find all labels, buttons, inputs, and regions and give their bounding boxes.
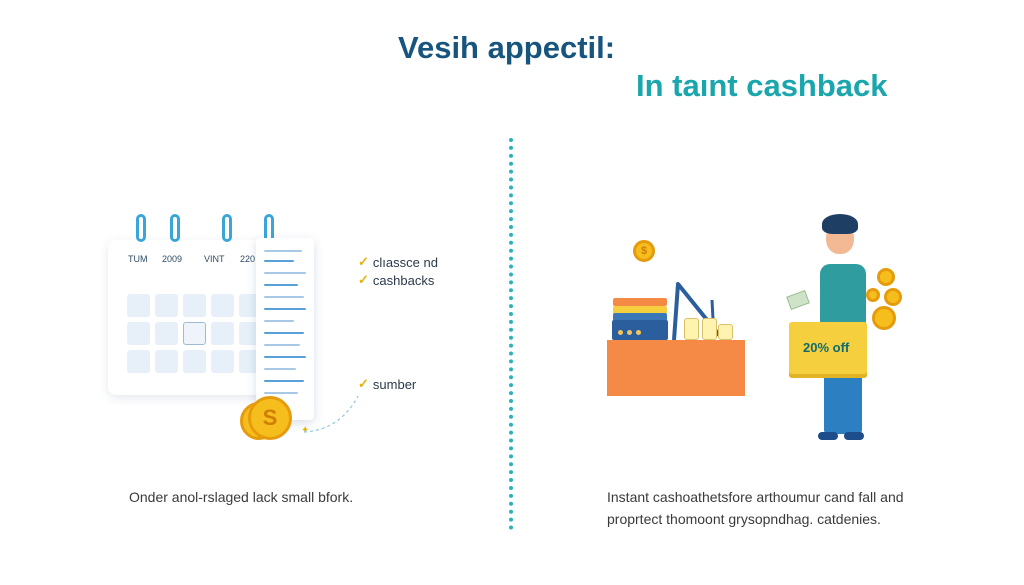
coin-icon: $ [633,240,655,262]
calendar-cell [155,294,178,317]
calendar-cell [155,322,178,345]
product-jar [702,318,717,340]
calendar-cell [183,294,206,317]
person-body [820,264,866,326]
dashed-arc-icon [303,395,359,433]
note-line [264,332,304,334]
checkout-counter [607,340,745,396]
note-line [264,296,304,298]
calendar-cell [211,294,234,317]
right-caption-line: proprtect thomoont grysopndhag. catdenie… [607,511,881,527]
calendar-label: 2009 [162,254,183,264]
receipt-note [256,238,314,420]
calendar-label: TUM [128,254,148,264]
calendar-ring-icon [136,214,146,242]
calendar-cell [127,294,150,317]
note-line [264,344,300,346]
check-icon: ✓ [358,254,369,269]
coin-icon [877,268,895,286]
register-light [618,330,623,335]
calendar-ring-icon [222,214,232,242]
left-caption: Onder anol-rslaged lack small bfork. [129,489,354,505]
checklist-item: ✓ sumber [358,376,416,392]
person-shoe [818,432,838,440]
calendar-cell [155,350,178,373]
dotted-divider [509,138,513,530]
note-line [264,308,306,310]
checklist-label: sumber [372,376,417,392]
person-hair [822,214,858,234]
sparkle-icon: ✦ [301,425,310,436]
product-jar [718,324,733,340]
note-line [264,368,296,370]
coin-icon [872,306,896,330]
calendar-label: VINT [204,254,225,264]
right-caption-line: Instant cashoathetsfore arthoumur cand f… [607,489,904,505]
calendar-cell [211,350,234,373]
calendar-cell [183,350,206,373]
note-line [264,356,306,358]
calendar-cell [211,322,234,345]
card-icon [786,290,810,310]
note-line [264,250,302,252]
check-icon: ✓ [358,376,369,391]
person-legs [824,372,862,434]
register-light [627,330,632,335]
product-jar [684,318,699,340]
page-subtitle: In taınt cashback [636,68,888,103]
discount-label: 20% off [803,340,850,355]
shopping-bag [789,322,867,378]
box-stripe [613,313,667,321]
person-shoe [844,432,864,440]
note-line [264,392,298,394]
note-line [264,260,294,262]
coin-icon [866,288,880,302]
calendar-cell [127,350,150,373]
box-stripe [613,298,667,306]
checklist-item: ✓ cashbacks [358,272,434,288]
coin-icon [884,288,902,306]
note-line [264,272,306,274]
coin-icon: S [248,396,292,440]
note-line [264,320,294,322]
calendar-cell-selected [183,322,206,345]
note-line [264,380,304,382]
checklist-item: ✓ clıasscе nd [358,254,438,270]
calendar-ring-icon [170,214,180,242]
checklist-label: clıasscе nd [372,254,438,270]
calendar-label: 220 [240,254,256,264]
page-title: Vesih appectil: [398,30,616,65]
box-stripe [613,306,667,314]
note-line [264,284,298,286]
checklist-label: cashbacks [372,272,435,288]
check-icon: ✓ [358,272,369,287]
register-light [636,330,641,335]
calendar-cell [127,322,150,345]
